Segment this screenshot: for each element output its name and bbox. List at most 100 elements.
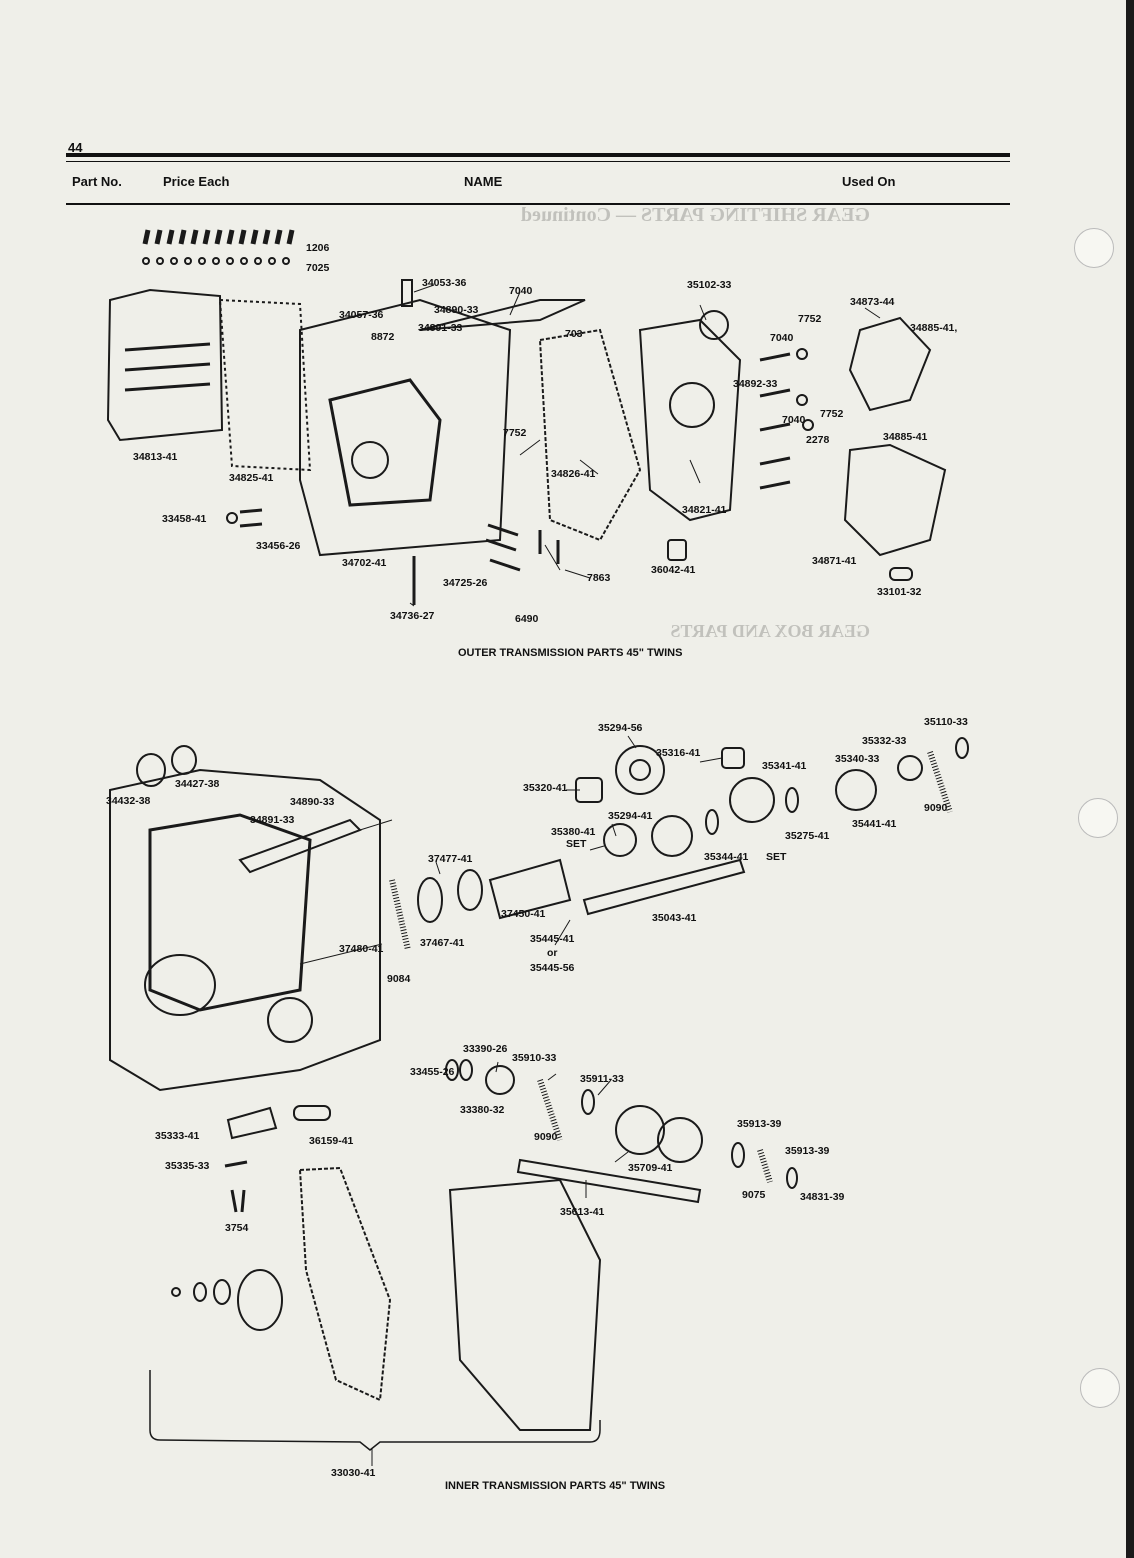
binder-hole-3	[1080, 1368, 1120, 1408]
callout-35294-41: 35294-41	[608, 810, 653, 822]
scan-edge	[1126, 0, 1134, 1558]
callout-set-2: SET	[766, 851, 787, 863]
callout-33030-41: 33030-41	[331, 1467, 376, 1479]
callout-or: or	[547, 947, 558, 959]
callout-3754: 3754	[225, 1222, 249, 1234]
callout-34891-33-inner: 34891-33	[250, 814, 295, 826]
column-header-used-on: Used On	[842, 174, 896, 189]
screw-row	[142, 229, 295, 265]
callout-36042-41: 36042-41	[651, 564, 696, 576]
callout-34831-39: 34831-39	[800, 1191, 845, 1203]
callout-35445-56: 35445-56	[530, 962, 575, 974]
gasket	[218, 298, 312, 472]
gear-cluster-lower	[445, 1059, 798, 1204]
callout-35709-41: 35709-41	[628, 1162, 673, 1174]
callout-7040-b: 7040	[770, 332, 794, 344]
binder-hole-2	[1078, 798, 1118, 838]
callout-9075: 9075	[742, 1189, 766, 1201]
callout-35043-41: 35043-41	[652, 912, 697, 924]
callout-33455-26: 33455-26	[410, 1066, 455, 1078]
outer-figure-caption: OUTER TRANSMISSION PARTS 45" TWINS	[458, 647, 683, 659]
shifter-cam	[848, 316, 932, 412]
inner-figure-caption: INNER TRANSMISSION PARTS 45" TWINS	[445, 1480, 666, 1492]
callout-7025: 7025	[306, 262, 330, 274]
callout-35913-39-a: 35913-39	[737, 1118, 782, 1130]
callout-35910-33: 35910-33	[512, 1052, 557, 1064]
callout-9090-a: 9090	[924, 802, 948, 814]
header-rule-bottom	[66, 203, 1010, 205]
callout-33380-32: 33380-32	[460, 1104, 505, 1116]
callout-35380-41: 35380-41	[551, 826, 596, 838]
callout-35294-56: 35294-56	[598, 722, 643, 734]
callout-703: 703	[565, 328, 583, 340]
callout-37467-41: 37467-41	[420, 937, 465, 949]
callout-34736-27: 34736-27	[390, 610, 435, 622]
callout-34725-26: 34725-26	[443, 577, 488, 589]
callout-34871-41: 34871-41	[812, 555, 857, 567]
callout-9084: 9084	[387, 973, 411, 985]
callout-35913-39-b: 35913-39	[785, 1145, 830, 1157]
callout-7040-c: 7040	[782, 414, 806, 426]
callout-35332-33: 35332-33	[862, 735, 907, 747]
callout-34826-41: 34826-41	[551, 468, 596, 480]
callout-33458-41: 33458-41	[162, 513, 207, 525]
callout-35320-41: 35320-41	[523, 782, 568, 794]
header-rule-thick	[66, 153, 1010, 157]
page-number: 44	[68, 140, 83, 155]
callout-34873-44: 34873-44	[850, 296, 895, 308]
column-header-price-each: Price Each	[163, 174, 230, 189]
callout-35441-41: 35441-41	[852, 818, 897, 830]
transmission-case-inner	[109, 768, 381, 1092]
callout-8872: 8872	[371, 331, 395, 343]
header-rule-thin	[66, 161, 1010, 162]
callout-9090-b: 9090	[534, 1131, 558, 1143]
callout-35340-33: 35340-33	[835, 753, 880, 765]
cover-gasket	[538, 328, 642, 542]
transmission-cover	[638, 318, 742, 522]
callout-35613-41: 35613-41	[560, 1206, 605, 1218]
callout-35911-33: 35911-33	[580, 1073, 624, 1085]
callout-37480-41: 37480-41	[339, 943, 384, 955]
callout-35335-33: 35335-33	[165, 1160, 210, 1172]
callout-35333-41: 35333-41	[155, 1130, 200, 1142]
callout-7040-a: 7040	[509, 285, 533, 297]
callout-7752-c: 7752	[503, 427, 527, 439]
callout-35445-41: 35445-41	[530, 933, 575, 945]
callout-34813-41: 34813-41	[133, 451, 178, 463]
transmission-case-outer	[299, 298, 512, 557]
callout-35316-41: 35316-41	[656, 747, 701, 759]
callout-33456-26: 33456-26	[256, 540, 301, 552]
shifter-cover	[843, 443, 947, 557]
callout-37477-41: 37477-41	[428, 853, 473, 865]
callout-34053-36: 34053-36	[422, 277, 467, 289]
callout-35110-33: 35110-33	[924, 716, 968, 728]
callout-7752-a: 7752	[798, 313, 822, 325]
callout-34432-38: 34432-38	[106, 795, 151, 807]
callout-34891-33: 34891-33	[418, 322, 463, 334]
callout-34885-41-a: 34885-41,	[910, 322, 958, 334]
callout-34057-36: 34057-36	[339, 309, 384, 321]
column-header-part-no: Part No.	[72, 174, 122, 189]
callout-34821-41: 34821-41	[682, 504, 727, 516]
callout-7752-b: 7752	[820, 408, 844, 420]
binder-hole-1	[1074, 228, 1114, 268]
callout-34890-33: 34890-33	[434, 304, 479, 316]
callout-37450-41: 37450-41	[501, 908, 546, 920]
cover-plate	[106, 288, 224, 442]
callout-1206: 1206	[306, 242, 330, 254]
side-cover	[448, 1178, 602, 1431]
callout-35344-41: 35344-41	[704, 851, 749, 863]
gear-cluster-upper	[417, 737, 969, 923]
column-header-name: NAME	[464, 174, 503, 189]
callout-36159-41: 36159-41	[309, 1135, 354, 1147]
callout-7863: 7863	[587, 572, 611, 584]
callout-34427-38: 34427-38	[175, 778, 220, 790]
callout-35275-41: 35275-41	[785, 830, 830, 842]
callout-35341-41: 35341-41	[762, 760, 807, 772]
callout-set-1: SET	[566, 838, 587, 850]
callout-34825-41: 34825-41	[229, 472, 274, 484]
callout-6490: 6490	[515, 613, 539, 625]
callout-34890-33-inner: 34890-33	[290, 796, 335, 808]
